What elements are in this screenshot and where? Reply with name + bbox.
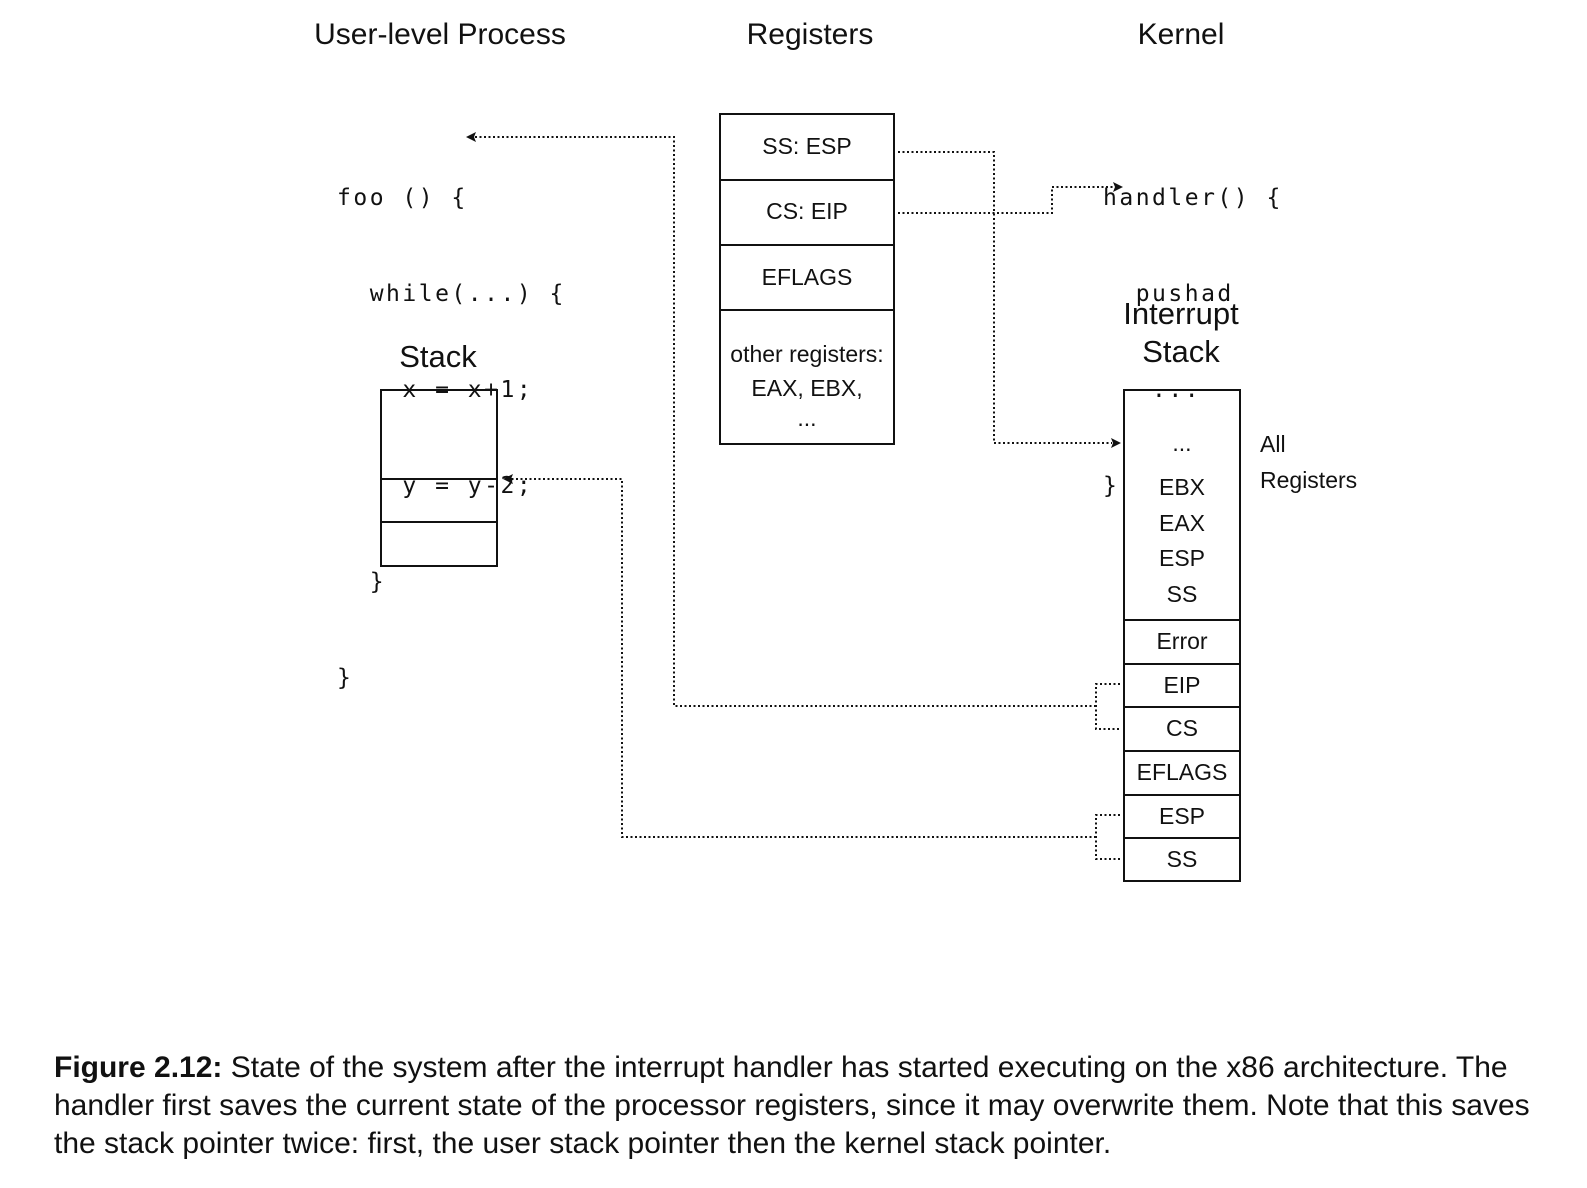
interrupt-stack-entry: EBX (1158, 474, 1206, 500)
all-registers-label: All Registers (1260, 426, 1357, 498)
register-other-line: other registers: (730, 341, 884, 367)
all-registers-label-line: Registers (1260, 467, 1358, 493)
register-box (719, 113, 895, 445)
code-line: foo () { (337, 185, 468, 211)
interrupt-stack-esp: ESP (1158, 803, 1206, 829)
stack-label: Stack (399, 339, 477, 374)
all-registers-label-line: All (1260, 431, 1286, 457)
esp-to-stack-connector (510, 478, 1096, 838)
esp-ss-bracket (1095, 814, 1120, 860)
code-line: } (1103, 473, 1120, 499)
register-other-line: ... (797, 405, 817, 431)
code-line: pushad (1103, 281, 1234, 307)
interrupt-stack-error: Error (1156, 628, 1208, 654)
caption-label: Figure 2.12: (54, 1051, 223, 1084)
code-line: } (337, 569, 387, 595)
interrupt-stack-ss: SS (1166, 846, 1198, 872)
interrupt-stack-label-line: Interrupt (1123, 296, 1239, 331)
interrupt-stack-eip: EIP (1163, 672, 1201, 698)
eip-cs-bracket (1095, 683, 1120, 730)
eip-to-foo-connector (474, 136, 1096, 707)
code-line: while(...) { (337, 281, 566, 307)
register-ss-esp: SS: ESP (762, 133, 852, 159)
figure-caption: Figure 2.12: State of the system after t… (54, 1049, 1554, 1163)
interrupt-stack-entry: EAX (1158, 509, 1206, 536)
interrupt-stack-cs: CS (1166, 715, 1198, 741)
register-other-line: EAX, EBX, (751, 375, 863, 401)
register-other: other registers: EAX, EBX, ... (720, 337, 894, 431)
cs-eip-to-handler-connector (898, 186, 1114, 214)
interrupt-stack-pushad-region: ... EBX EAX ESP SS (1124, 426, 1240, 612)
interrupt-stack-entry: ... (1172, 430, 1192, 456)
arrowhead-foo (466, 132, 476, 142)
kernel-title: Kernel (1137, 18, 1225, 51)
interrupt-stack-box (1123, 389, 1241, 882)
code-line: handler() { (1103, 185, 1283, 211)
interrupt-stack-label-line: Stack (1142, 334, 1220, 369)
interrupt-stack-label: Interrupt Stack (1123, 295, 1238, 371)
user-code: foo () { while(...) { x = x+1; y = y-2; … (337, 118, 566, 726)
caption-text: State of the system after the interrupt … (54, 1051, 1530, 1160)
arrowhead-handler (1113, 182, 1123, 192)
arrowhead-interrupt-stack (1111, 438, 1121, 448)
interrupt-stack-entry: ESP (1158, 545, 1206, 571)
ss-esp-to-interrupt-stack-connector (898, 151, 1112, 444)
arrowhead-stack (503, 474, 513, 484)
register-eflags: EFLAGS (761, 264, 853, 290)
interrupt-stack-eflags: EFLAGS (1136, 759, 1228, 785)
user-level-process-title: User-level Process (314, 18, 566, 51)
register-cs-eip: CS: EIP (766, 198, 848, 224)
interrupt-stack-entry: SS (1166, 580, 1198, 607)
code-line: } (337, 665, 354, 691)
registers-title: Registers (746, 18, 874, 51)
